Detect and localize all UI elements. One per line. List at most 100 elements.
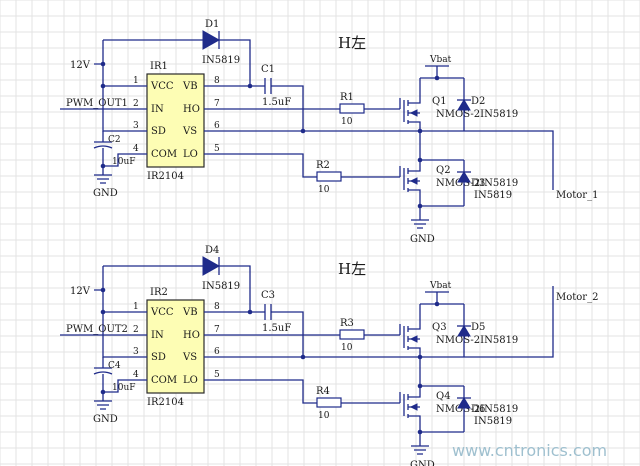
junction-dot	[247, 309, 253, 315]
ic-pin-number: 5	[214, 144, 220, 154]
ic-pin-number: 1	[133, 76, 139, 86]
ic-pin-number: 5	[214, 370, 220, 380]
watermark: www.cntronics.com	[452, 441, 607, 460]
high-side-diode	[457, 325, 471, 337]
high-diode-ref: D2	[471, 96, 485, 107]
ic-pin-number: 3	[133, 121, 139, 131]
gate-resistor-high-value: 10	[341, 117, 353, 127]
high-side-mosfet	[399, 304, 421, 357]
low-side-diode	[457, 397, 471, 409]
junction-dot	[100, 61, 106, 67]
junction-dot	[417, 203, 423, 209]
lo-wire	[224, 153, 317, 178]
bootstrap-diode-ref: D4	[205, 245, 219, 256]
motor-wire	[464, 286, 554, 358]
gate-resistor-low-ref: R4	[316, 386, 330, 397]
gate-resistor-low-value: 10	[318, 411, 330, 421]
ic-part: IR2104	[147, 397, 184, 408]
gate-resistor-low	[316, 171, 342, 182]
boot-cap-ref: C3	[261, 290, 275, 301]
mosfet-arrow	[409, 109, 418, 117]
ic-pin-number: 6	[214, 347, 220, 357]
junction-dot	[100, 163, 106, 169]
section-heading: H左	[338, 260, 366, 278]
ic-pin-number: 8	[214, 76, 220, 86]
ic-pin-name: SD	[151, 126, 166, 137]
vbat-label: Vbat	[429, 281, 452, 291]
motor-label: Motor_2	[556, 292, 598, 303]
ic-pin-name: IN	[151, 104, 164, 115]
ic-pin-name: VS	[182, 352, 197, 363]
gnd-label: GND	[93, 188, 118, 199]
gate-resistor-high-ref: R3	[340, 318, 354, 329]
high-diode-ref: D5	[471, 322, 485, 333]
ic-pin-name: VCC	[150, 307, 174, 318]
gnd-symbol	[94, 400, 112, 410]
driver-ic	[146, 73, 205, 168]
ic-pin-number: 1	[133, 302, 139, 312]
ic-pin-number: 3	[133, 347, 139, 357]
bootstrap-diode-part: IN5819	[202, 281, 240, 292]
gate-resistor-high	[339, 329, 365, 340]
boot-cap-value: 1.5uF	[262, 97, 291, 108]
ic-pin-number: 8	[214, 302, 220, 312]
boot-cap-right-wire	[271, 85, 304, 131]
ic-pin-name: IN	[151, 330, 164, 341]
bootstrap-diode	[202, 256, 221, 276]
junction-dot	[100, 389, 106, 395]
gnd-symbol	[411, 445, 429, 455]
high-fet-ref: Q3	[432, 322, 447, 333]
motor-wire	[464, 130, 554, 190]
decoupling-cap-value: 10uF	[112, 383, 136, 393]
ic-pin-number: 2	[133, 325, 139, 335]
decoupling-cap	[93, 141, 113, 149]
boot-cap-right-wire	[271, 311, 304, 357]
high-side-diode	[457, 99, 471, 111]
mosfet-arrow	[409, 177, 418, 185]
bootstrap-diode-part: IN5819	[202, 55, 240, 66]
mosfet-arrow	[409, 335, 418, 343]
junction-dot	[417, 128, 423, 134]
low-fet-label: NMOS-2IN5819	[436, 404, 518, 415]
section-heading: H左	[338, 34, 366, 52]
ic-pin-name: LO	[183, 375, 198, 386]
junction-dot	[417, 429, 423, 435]
decoupling-cap-value: 10uF	[112, 157, 136, 167]
diode-right-wire	[219, 39, 251, 86]
vbat-wire	[420, 291, 464, 305]
bootstrap-diode	[202, 30, 221, 50]
ic-pin-number: 6	[214, 121, 220, 131]
low-diode-ref: D3	[471, 178, 485, 189]
low-diode-part: IN5819	[474, 416, 512, 427]
ic-pin-number: 4	[133, 144, 139, 154]
ic-pin-name: VB	[182, 81, 198, 92]
junction-dot	[417, 354, 423, 360]
junction-dot	[100, 287, 106, 293]
ic-part: IR2104	[147, 171, 184, 182]
gnd-symbol	[94, 174, 112, 184]
mosfet-arrow	[409, 403, 418, 411]
motor-label: Motor_1	[556, 190, 598, 201]
ic-ref: IR1	[150, 61, 168, 72]
bootstrap-diode-ref: D1	[205, 19, 219, 30]
boot-cap	[264, 304, 272, 320]
ic-pin-name: SD	[151, 352, 166, 363]
vbat-wire	[420, 65, 464, 79]
high-fet-label: NMOS-2IN5819	[436, 335, 518, 346]
pwm-label: PWM_OUT2	[66, 324, 128, 335]
ic-pin-number: 4	[133, 370, 139, 380]
ic-pin-name: LO	[183, 149, 198, 160]
ic-ref: IR2	[150, 287, 168, 298]
supply-label: 12V	[70, 60, 91, 71]
ic-pin-name: COM	[151, 149, 177, 160]
ic-pin-number: 2	[133, 99, 139, 109]
ic-pin-name: VS	[182, 126, 197, 137]
com-wire	[103, 379, 127, 393]
low-fet-ref: Q2	[436, 165, 451, 176]
junction-dot	[417, 157, 423, 163]
junction-dot	[100, 83, 106, 89]
decoupling-cap-ref: C2	[108, 135, 121, 145]
boot-cap-value: 1.5uF	[262, 323, 291, 334]
